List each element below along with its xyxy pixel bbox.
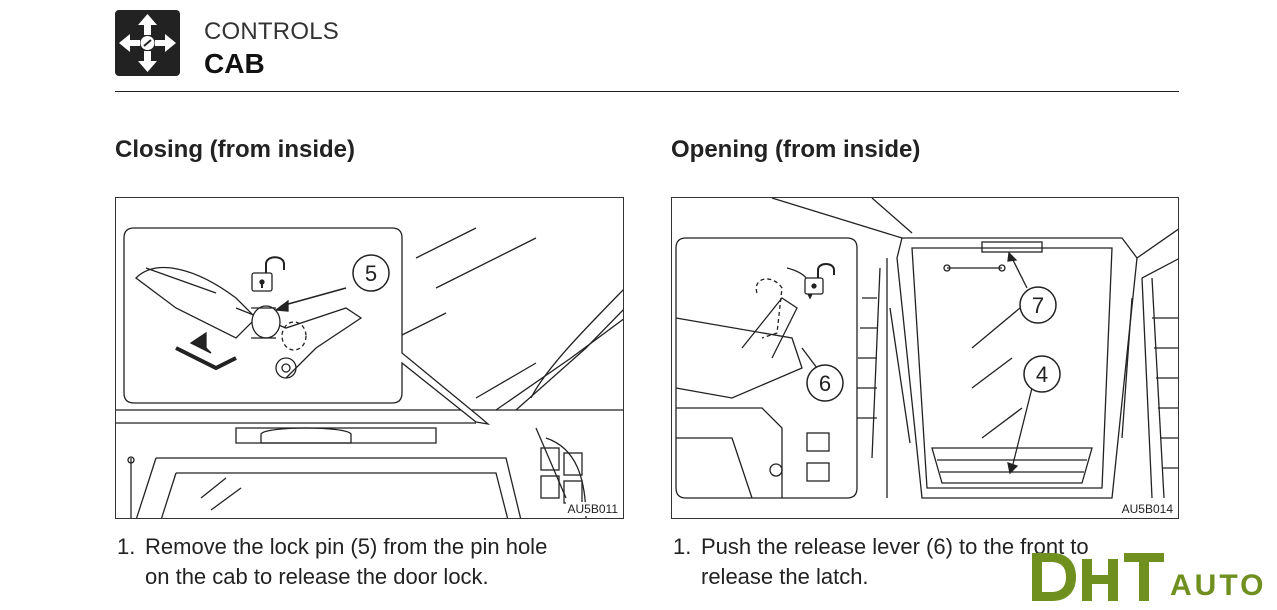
step-text-line2: on the cab to release the door lock.	[145, 564, 489, 589]
figure-code: AU5B014	[1119, 502, 1175, 516]
closing-step: 1. Remove the lock pin (5) from the pin h…	[117, 532, 637, 592]
step-number: 1.	[117, 534, 136, 559]
opening-step: 1. Push the release lever (6) to the fron…	[673, 532, 1193, 592]
step-text-line1: Remove the lock pin (5) from the pin hol…	[145, 534, 548, 559]
figure-code: AU5B011	[565, 502, 620, 516]
closing-heading: Closing (from inside)	[115, 136, 355, 163]
closing-illustration: 5 AU5B011	[115, 197, 624, 519]
header-divider	[115, 91, 1179, 92]
opening-heading: Opening (from inside)	[671, 136, 921, 163]
watermark-text: AUTO	[1170, 569, 1266, 602]
step-number: 1.	[673, 534, 692, 559]
step-text-line1: Push the release lever (6) to the front …	[701, 534, 1089, 559]
step-text-line2: release the latch.	[701, 564, 869, 589]
section-label: CONTROLS	[204, 18, 339, 45]
opening-illustration: 7 4 6 AU5B014	[671, 197, 1179, 519]
page-title: CAB	[204, 48, 265, 79]
controls-section-icon	[115, 10, 180, 76]
watermark-logo: AUTO	[1030, 545, 1270, 605]
